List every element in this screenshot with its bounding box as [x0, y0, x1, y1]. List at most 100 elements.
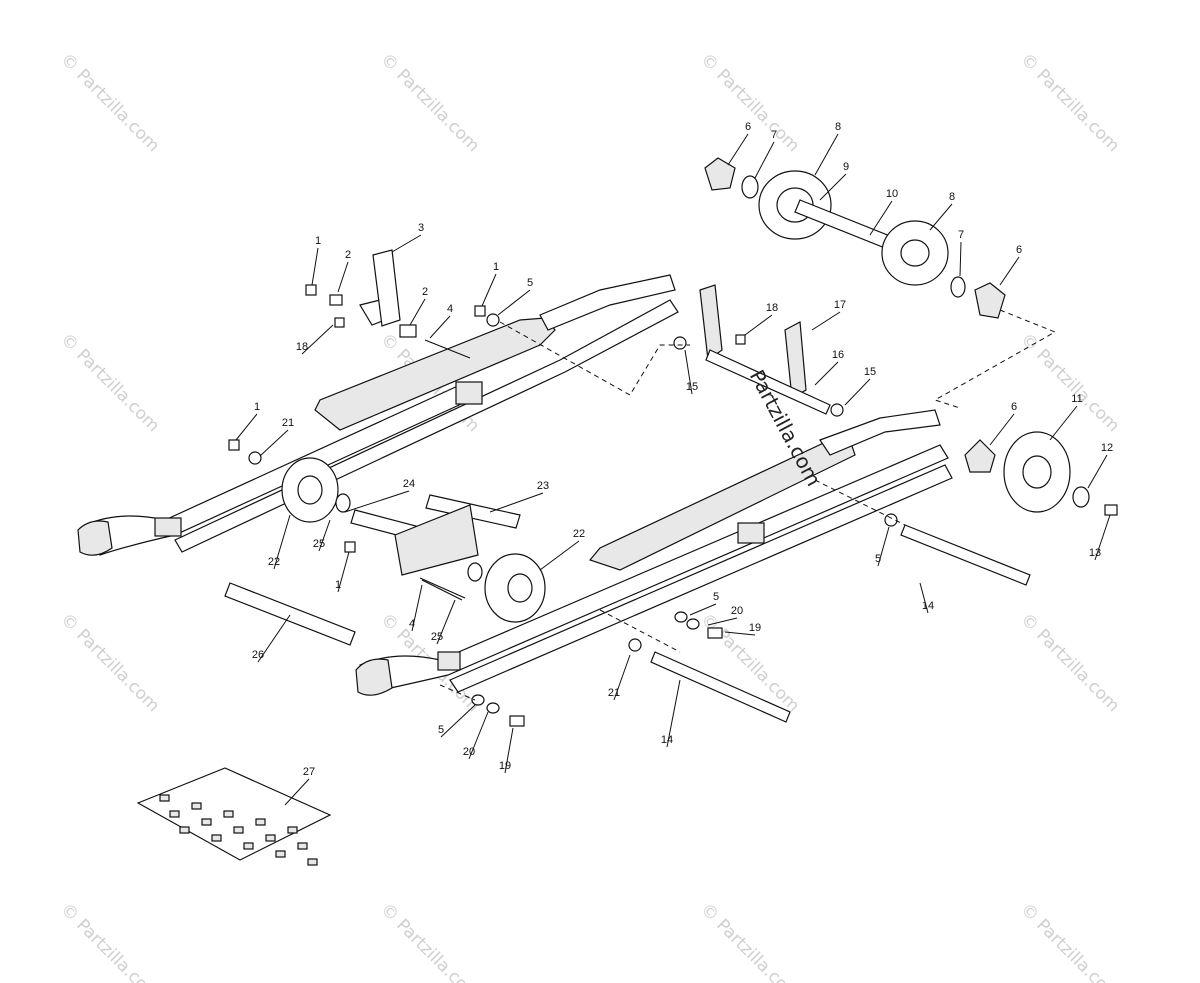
callout-19: 19 [749, 622, 761, 634]
leader-line-1 [311, 247, 319, 286]
callout-5: 5 [527, 277, 533, 289]
hyfax-skid-plate [136, 767, 332, 866]
leader-line-4 [411, 584, 423, 632]
mid-pivot-assembly [281, 457, 546, 623]
leader-line-19 [504, 727, 514, 774]
leader-line-5 [877, 526, 890, 567]
leader-line-14 [666, 679, 681, 748]
callout-1: 1 [254, 401, 260, 413]
callout-14: 14 [922, 600, 934, 612]
watermark-6: © Partzilla.com [1016, 329, 1123, 436]
skid-tooth [223, 810, 234, 818]
leader-line-1 [235, 413, 258, 441]
skid-tooth [255, 818, 266, 826]
callout-7: 7 [958, 229, 964, 241]
watermark-11: © Partzilla.com [56, 899, 163, 983]
leader-line-4 [429, 315, 451, 339]
leader-line-22 [539, 540, 580, 571]
leader-line-18 [301, 324, 334, 355]
watermark-10: © Partzilla.com [1016, 609, 1123, 716]
callout-21: 21 [608, 687, 620, 699]
callout-4: 4 [447, 303, 453, 315]
leader-line-6 [999, 256, 1020, 286]
leader-line-19 [724, 631, 756, 636]
callout-12: 12 [1101, 442, 1113, 454]
leader-line-20 [707, 617, 738, 626]
callout-8: 8 [949, 191, 955, 203]
callout-22: 22 [573, 528, 585, 540]
watermark-7: © Partzilla.com [56, 609, 163, 716]
leader-line-14 [919, 582, 929, 614]
leader-line-2 [337, 261, 349, 293]
skid-tooth [287, 826, 298, 834]
leader-line-7 [754, 141, 775, 179]
callout-16: 16 [832, 349, 844, 361]
leader-lines [235, 133, 1111, 806]
skid-tooth [201, 818, 212, 826]
leader-line-15 [684, 349, 693, 395]
skid-tooth [275, 850, 286, 858]
callout-13: 13 [1089, 547, 1101, 559]
callout-15: 15 [686, 381, 698, 393]
leader-line-1 [337, 551, 350, 593]
skid-tooth [169, 810, 180, 818]
leader-line-26 [257, 614, 291, 663]
callout-1: 1 [493, 261, 499, 273]
leader-line-25 [318, 519, 331, 552]
skid-tooth [307, 858, 318, 866]
watermark-4: © Partzilla.com [56, 329, 163, 436]
callout-5: 5 [713, 591, 719, 603]
leader-line-27 [284, 778, 310, 806]
callout-26: 26 [252, 649, 264, 661]
callout-1: 1 [315, 235, 321, 247]
callout-4: 4 [409, 618, 415, 630]
callout-5: 5 [438, 724, 444, 736]
leader-line-7 [959, 241, 962, 277]
idler-wheel-assembly [704, 157, 1006, 319]
skid-tooth [265, 834, 276, 842]
callout-11: 11 [1071, 393, 1082, 405]
callout-18: 18 [296, 341, 308, 353]
callout-27: 27 [303, 766, 315, 778]
callout-24: 24 [403, 478, 415, 490]
leader-line-21 [613, 654, 631, 701]
leader-line-18 [744, 314, 773, 336]
callout-20: 20 [463, 746, 475, 758]
watermark-14: © Partzilla.com [1016, 899, 1123, 983]
callout-15: 15 [864, 366, 876, 378]
watermark-1: © Partzilla.com [376, 49, 483, 156]
leader-line-21 [259, 429, 289, 457]
link-arms [329, 249, 471, 359]
leader-line-25 [436, 599, 456, 645]
leader-line-6 [989, 413, 1015, 446]
callout-2: 2 [345, 249, 351, 261]
callout-10: 10 [886, 188, 898, 200]
watermark-12: © Partzilla.com [376, 899, 483, 983]
leader-line-12 [1087, 454, 1108, 489]
callout-25: 25 [431, 631, 443, 643]
callout-6: 6 [1011, 401, 1017, 413]
leader-line-15 [844, 378, 871, 406]
leader-line-23 [489, 492, 544, 513]
callout-14: 14 [661, 734, 673, 746]
leader-line-3 [391, 234, 422, 253]
leader-line-5 [689, 603, 717, 616]
callout-6: 6 [1016, 244, 1022, 256]
leader-line-17 [811, 311, 841, 331]
leader-line-9 [819, 173, 847, 201]
callout-25: 25 [313, 538, 325, 550]
skid-tooth [191, 802, 202, 810]
torque-arm-mount [699, 284, 831, 415]
leader-line-5 [440, 704, 476, 738]
leader-line-20 [468, 711, 489, 760]
leader-line-24 [344, 490, 410, 513]
skid-tooth [243, 842, 254, 850]
callout-22: 22 [268, 556, 280, 568]
skid-tooth [159, 794, 170, 802]
leader-line-13 [1094, 514, 1111, 561]
leader-line-10 [869, 200, 893, 236]
watermark-13: © Partzilla.com [696, 899, 803, 983]
